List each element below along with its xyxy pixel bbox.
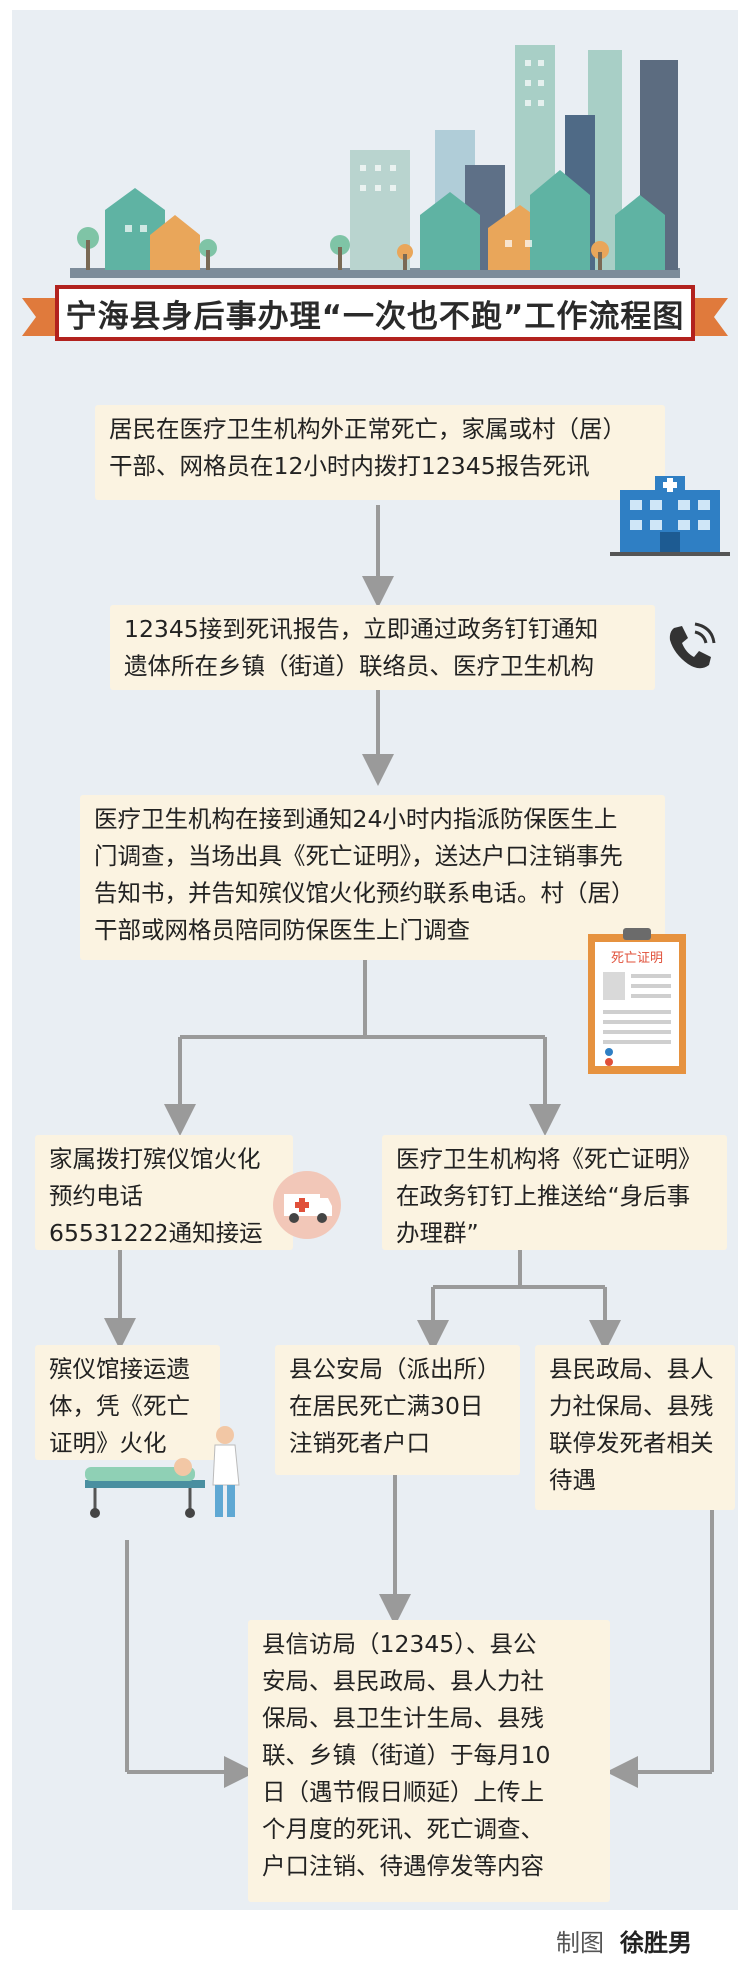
certificate-label: 死亡证明 xyxy=(611,951,663,966)
credit: 制图徐胜男 xyxy=(556,1923,692,1958)
step-investigation: 医疗卫生机构在接到通知24小时内指派防保医生上 门调查，当场出具《死亡证明》，送… xyxy=(80,795,665,960)
hospital-icon xyxy=(610,476,730,556)
ambulance-icon xyxy=(273,1171,341,1239)
step-stop-benefits: 县民政局、县人 力社保局、县残 联停发死者相关 待遇 xyxy=(535,1345,735,1510)
credit-author: 徐胜男 xyxy=(620,1929,692,1957)
step-monthly-upload: 县信访局（12345）、县公 安局、县民政局、县人力社 保局、县卫生计生局、县残… xyxy=(248,1620,610,1902)
banner-ribbon xyxy=(22,298,728,336)
page-title: 宁海县身后事办理“一次也不跑”工作流程图 xyxy=(65,298,685,335)
phone-icon xyxy=(669,622,716,669)
credit-label: 制图 xyxy=(556,1929,604,1957)
step-cremation: 殡仪馆接运遗 体，凭《死亡 证明》火化 xyxy=(35,1345,220,1460)
step-push-certificate: 医疗卫生机构将《死亡证明》 在政务钉钉上推送给“身后事 办理群” xyxy=(382,1135,727,1250)
step-police-cancel-hukou: 县公安局（派出所） 在居民死亡满30日 注销死者户口 xyxy=(275,1345,520,1475)
city-skyline xyxy=(70,45,680,278)
stretcher-icon xyxy=(85,1426,240,1518)
certificate-icon: 死亡证明 xyxy=(588,928,686,1074)
step-notify: 12345接到死讯报告，立即通过政务钉钉通知 遗体所在乡镇（街道）联络员、医疗卫… xyxy=(110,605,655,690)
title-banner: 宁海县身后事办理“一次也不跑”工作流程图 xyxy=(55,285,695,341)
step-report-death: 居民在医疗卫生机构外正常死亡，家属或村（居） 干部、网格员在12小时内拨打123… xyxy=(95,405,665,500)
step-call-funeral-home: 家属拨打殡仪馆火化 预约电话 65531222通知接运 xyxy=(35,1135,293,1250)
